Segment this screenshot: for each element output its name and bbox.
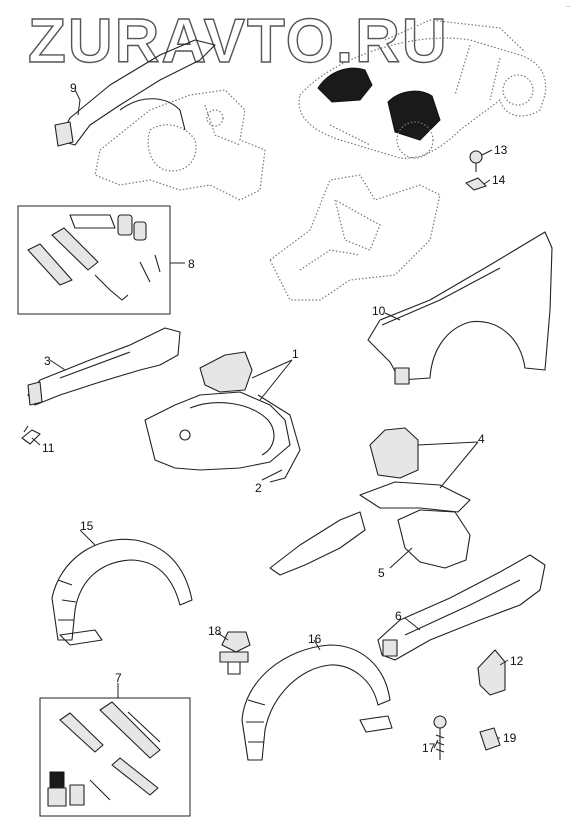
car-left-wheel-arch-highlight: [317, 67, 373, 103]
callout-9: 9: [70, 81, 77, 95]
callout-17: 17: [422, 741, 436, 755]
leader-2: [261, 469, 283, 481]
callout-5: 5: [378, 566, 385, 580]
leader-11: [31, 437, 41, 446]
part-10-front-fender: [367, 231, 553, 385]
leader-14: [483, 179, 491, 185]
leader-6: [404, 617, 421, 631]
kit-8-frame: [17, 205, 171, 315]
leader-12: [499, 659, 509, 666]
part-3-lower-member: [27, 327, 181, 406]
callout-15: 15: [80, 519, 94, 533]
leader-13: [481, 149, 493, 156]
callout-14: 14: [492, 173, 506, 187]
callout-6: 6: [395, 609, 402, 623]
callout-3: 3: [44, 354, 51, 368]
part-17-screw: [433, 715, 447, 760]
leader-4: [417, 441, 479, 489]
kit-7-frame: [39, 697, 191, 817]
leader-16: [313, 639, 321, 651]
callout-11: 11: [42, 441, 55, 455]
part-9-upper-member: [54, 39, 216, 147]
leader-9: [74, 89, 81, 116]
leader-17: [433, 739, 439, 749]
corner-mark: —: [566, 4, 571, 10]
callout-18: 18: [208, 624, 222, 638]
box-8-sealant-kit: [17, 205, 171, 315]
leader-15: [79, 529, 96, 546]
callout-1: 1: [292, 347, 299, 361]
leader-18: [217, 632, 229, 641]
leader-5: [389, 547, 413, 569]
part-19-clip-nut: [479, 727, 501, 751]
callout-19: 19: [503, 731, 517, 745]
leader-3: [49, 359, 66, 371]
box-7-repair-kit: [39, 697, 191, 817]
callout-13: 13: [494, 143, 508, 157]
part-1-2-inner-wheelhouse-left: [144, 351, 301, 483]
part-15-wheel-liner-left: [51, 538, 193, 646]
part-11-clip: [21, 425, 41, 445]
leader-10: [384, 312, 401, 321]
part-12-bracket: [477, 649, 506, 696]
ghost-front-structure-left: [94, 89, 266, 201]
callout-2: 2: [255, 481, 262, 495]
car-silhouette: [298, 19, 547, 159]
part-18-push-clip: [219, 631, 251, 675]
callout-7: 7: [115, 671, 122, 685]
part-6-lower-rail-right: [377, 554, 546, 661]
callout-4: 4: [478, 432, 485, 446]
callout-10: 10: [372, 304, 386, 318]
watermark-text: ZURAVTO.RU: [28, 7, 449, 76]
leader-lines: [31, 89, 509, 749]
leader-1: [251, 359, 293, 401]
callout-8: 8: [188, 257, 195, 271]
car-right-wheel-arch-highlight: [387, 90, 441, 141]
part-4-5-inner-wheelhouse-right: [269, 427, 471, 576]
ghost-front-structure-right: [269, 174, 441, 301]
part-16-wheel-liner-right: [241, 644, 393, 761]
callout-12: 12: [510, 654, 524, 668]
part-13-14-fasteners: [465, 150, 487, 191]
callout-16: 16: [308, 632, 322, 646]
